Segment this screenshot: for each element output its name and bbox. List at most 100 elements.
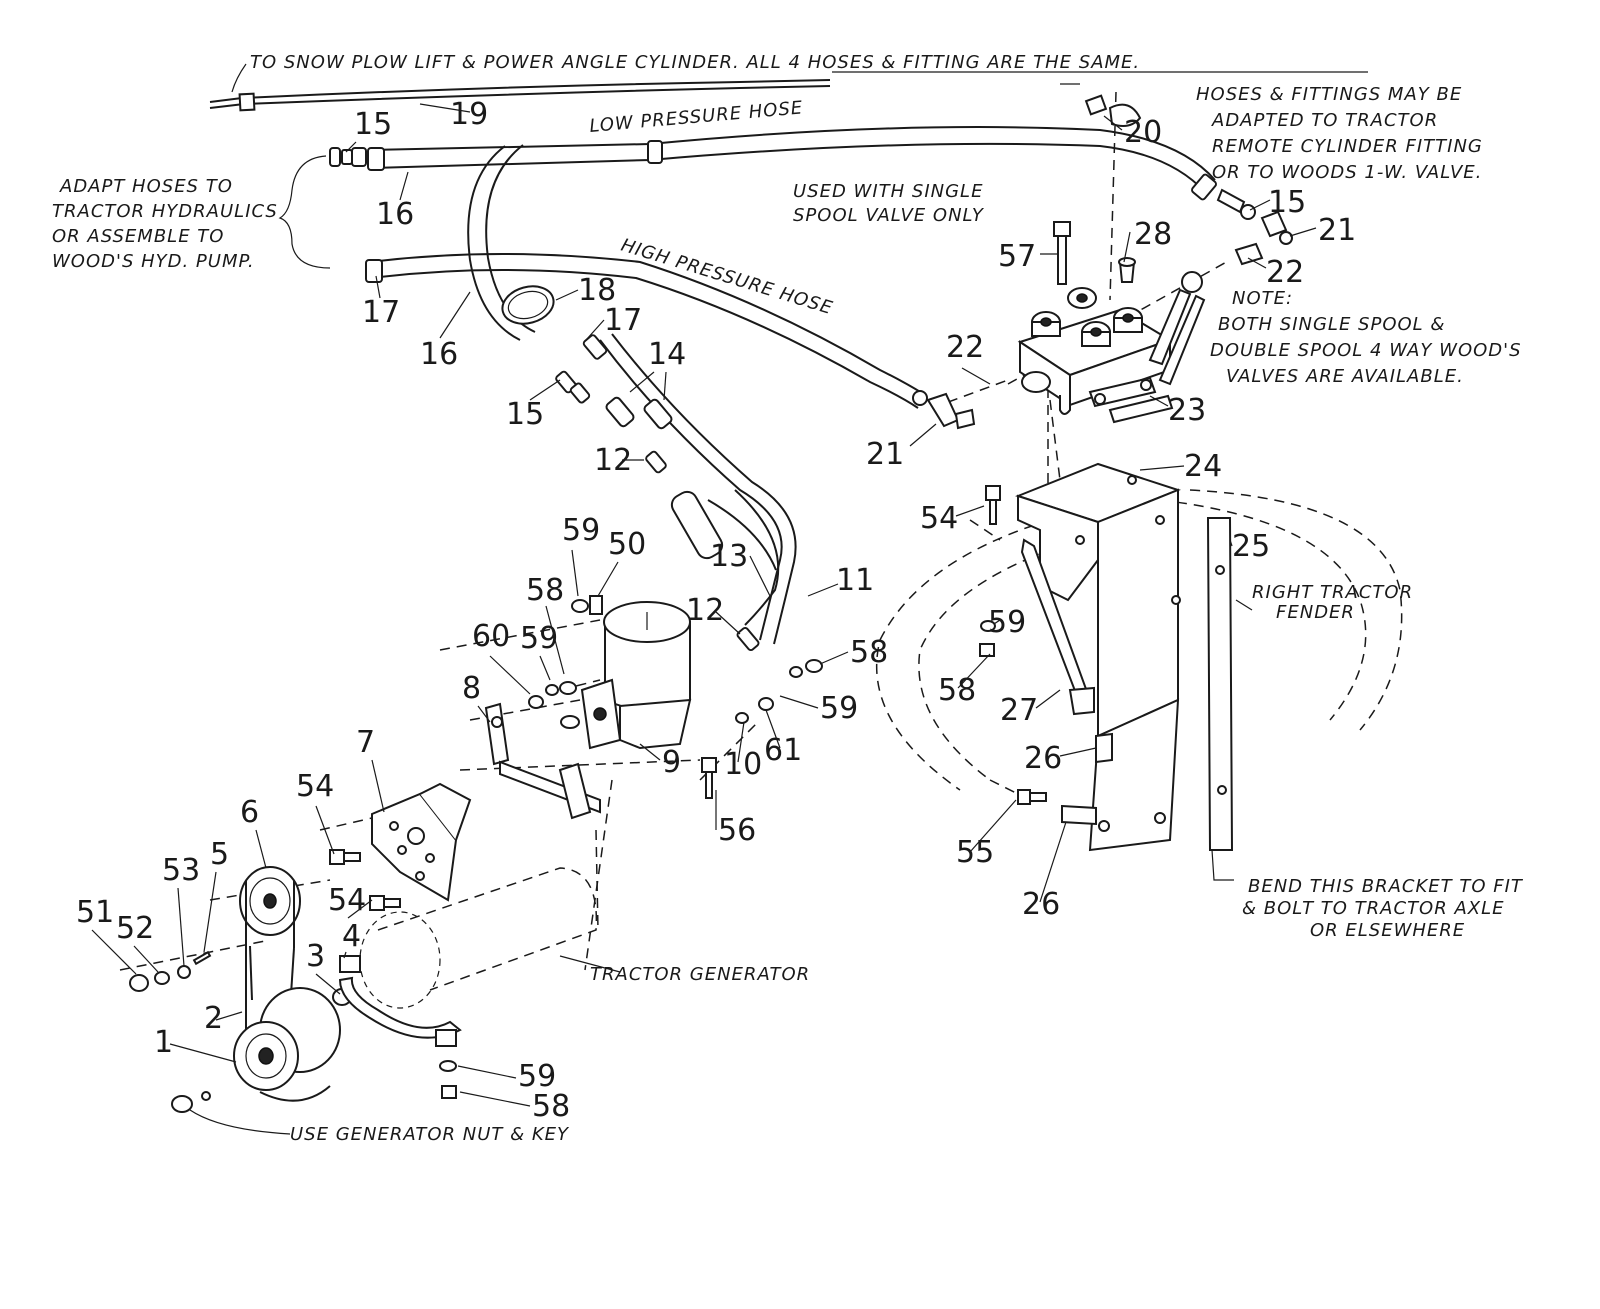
svg-text:OR ASSEMBLE TO: OR ASSEMBLE TO: [52, 226, 224, 247]
bracket-25: [1206, 517, 1234, 851]
svg-text:HOSES & FITTINGS MAY BE: HOSES & FITTINGS MAY BE: [1196, 84, 1462, 105]
note-high-pressure-hose: HIGH PRESSURE HOSE: [619, 235, 836, 319]
callout-52: 52: [116, 911, 154, 946]
pulley-6: [239, 866, 301, 948]
svg-text:DOUBLE SPOOL 4 WAY WOOD'S: DOUBLE SPOOL 4 WAY WOOD'S: [1210, 340, 1522, 361]
callout-54: 54: [328, 883, 366, 918]
washers-nuts: [129, 595, 996, 1113]
callout-60: 60: [472, 619, 510, 654]
callout-25: 25: [1232, 529, 1270, 564]
note-tractor-generator: TRACTOR GENERATOR: [590, 964, 810, 985]
note-generator-nut-key: USE GENERATOR NUT & KEY: [290, 1124, 570, 1145]
callout-57: 57: [998, 239, 1036, 274]
callout-18: 18: [578, 273, 616, 308]
callout-10: 10: [724, 747, 762, 782]
callout-53: 53: [162, 853, 200, 888]
note-hoses-fittings: HOSES & FITTINGS MAY BE ADAPTED TO TRACT…: [1196, 84, 1483, 183]
callout-15: 15: [506, 397, 544, 432]
callout-55: 55: [956, 835, 994, 870]
svg-text:SPOOL VALVE ONLY: SPOOL VALVE ONLY: [793, 205, 985, 226]
mounting-plate-24: [1015, 462, 1181, 852]
callout-19: 19: [450, 97, 488, 132]
callout-24: 24: [1184, 449, 1222, 484]
callout-59: 59: [518, 1059, 556, 1094]
callout-16: 16: [420, 337, 458, 372]
note-valves-available: NOTE: BOTH SINGLE SPOOL & DOUBLE SPOOL 4…: [1210, 288, 1522, 387]
pump-mount-8: [484, 702, 601, 820]
svg-text:TRACTOR HYDRAULICS: TRACTOR HYDRAULICS: [52, 201, 278, 222]
callout-20: 20: [1124, 115, 1162, 150]
callout-21: 21: [866, 437, 904, 472]
callout-5: 5: [210, 837, 229, 872]
generator-strap-4: [338, 955, 462, 1047]
callout-17: 17: [604, 303, 642, 338]
callout-61: 61: [764, 733, 802, 768]
callout-58: 58: [532, 1089, 570, 1124]
note-top-line: TO SNOW PLOW LIFT & POWER ANGLE CYLINDER…: [250, 52, 1140, 73]
callout-17: 17: [362, 295, 400, 330]
callout-22: 22: [946, 330, 984, 365]
callout-26: 26: [1024, 741, 1062, 776]
callout-7: 7: [356, 725, 375, 760]
callout-15: 15: [354, 107, 392, 142]
note-right-tractor-fender: RIGHT TRACTOR FENDER: [1252, 582, 1413, 623]
callout-26: 26: [1022, 887, 1060, 922]
callout-28: 28: [1134, 217, 1172, 252]
svg-text:BEND THIS BRACKET TO FIT: BEND THIS BRACKET TO FIT: [1248, 876, 1524, 897]
bracket-27: [1020, 538, 1095, 716]
fittings-right: [912, 94, 1293, 430]
svg-text:ADAPTED TO TRACTOR: ADAPTED TO TRACTOR: [1211, 110, 1438, 131]
callout-51: 51: [76, 895, 114, 930]
callout-22: 22: [1266, 255, 1304, 290]
svg-text:WOOD'S HYD. PUMP.: WOOD'S HYD. PUMP.: [52, 251, 255, 272]
callout-1: 1: [154, 1025, 173, 1060]
fittings-left: [329, 147, 760, 652]
svg-text:REMOTE CYLINDER FITTING: REMOTE CYLINDER FITTING: [1212, 136, 1483, 157]
callout-21: 21: [1318, 213, 1356, 248]
svg-text:USED WITH SINGLE: USED WITH SINGLE: [793, 181, 983, 202]
spool-valve-body: [1017, 271, 1206, 424]
callout-58: 58: [938, 673, 976, 708]
callout-9: 9: [662, 745, 681, 780]
callout-56: 56: [718, 813, 756, 848]
svg-text:BOTH SINGLE SPOOL &: BOTH SINGLE SPOOL &: [1218, 314, 1445, 335]
callout-50: 50: [608, 527, 646, 562]
callout-54: 54: [296, 769, 334, 804]
callout-11: 11: [836, 563, 874, 598]
callout-58: 58: [526, 573, 564, 608]
svg-text:OR ELSEWHERE: OR ELSEWHERE: [1310, 920, 1465, 941]
callout-27: 27: [1000, 693, 1038, 728]
callout-4: 4: [342, 919, 361, 954]
note-adapt-hoses: ADAPT HOSES TO TRACTOR HYDRAULICS OR ASS…: [52, 176, 278, 272]
callout-15: 15: [1268, 185, 1306, 220]
callout-59: 59: [988, 605, 1026, 640]
tractor-generator: [359, 867, 598, 1009]
svg-text:VALVES ARE AVAILABLE.: VALVES ARE AVAILABLE.: [1226, 366, 1464, 387]
svg-text:FENDER: FENDER: [1276, 602, 1355, 623]
svg-text:OR TO WOODS 1-W. VALVE.: OR TO WOODS 1-W. VALVE.: [1212, 162, 1482, 183]
note-low-pressure-hose: LOW PRESSURE HOSE: [589, 97, 804, 137]
note-bend-bracket: BEND THIS BRACKET TO FIT & BOLT TO TRACT…: [1242, 876, 1524, 941]
callout-2: 2: [204, 1001, 223, 1036]
svg-text:RIGHT TRACTOR: RIGHT TRACTOR: [1252, 582, 1413, 603]
note-single-spool: USED WITH SINGLE SPOOL VALVE ONLY: [793, 181, 985, 226]
callout-23: 23: [1168, 393, 1206, 428]
callout-8: 8: [462, 671, 481, 706]
svg-text:NOTE:: NOTE:: [1232, 288, 1293, 309]
callout-13: 13: [710, 539, 748, 574]
svg-text:ADAPT HOSES TO: ADAPT HOSES TO: [59, 176, 233, 197]
pulley-1: [233, 987, 341, 1102]
leader-lines: [91, 103, 1317, 1135]
bolt-57: [1053, 221, 1071, 285]
callout-58: 58: [850, 635, 888, 670]
callout-labels: 19 20 15 16 17 15 21 22 28 57 18 17 16 1…: [76, 97, 1356, 1124]
callout-3: 3: [306, 939, 325, 974]
callout-59: 59: [820, 691, 858, 726]
callout-59: 59: [520, 621, 558, 656]
hydraulic-pump: [560, 601, 692, 750]
callout-14: 14: [648, 337, 686, 372]
callout-54: 54: [920, 501, 958, 536]
callout-12: 12: [686, 593, 724, 628]
svg-text:& BOLT TO TRACTOR AXLE: & BOLT TO TRACTOR AXLE: [1242, 898, 1505, 919]
